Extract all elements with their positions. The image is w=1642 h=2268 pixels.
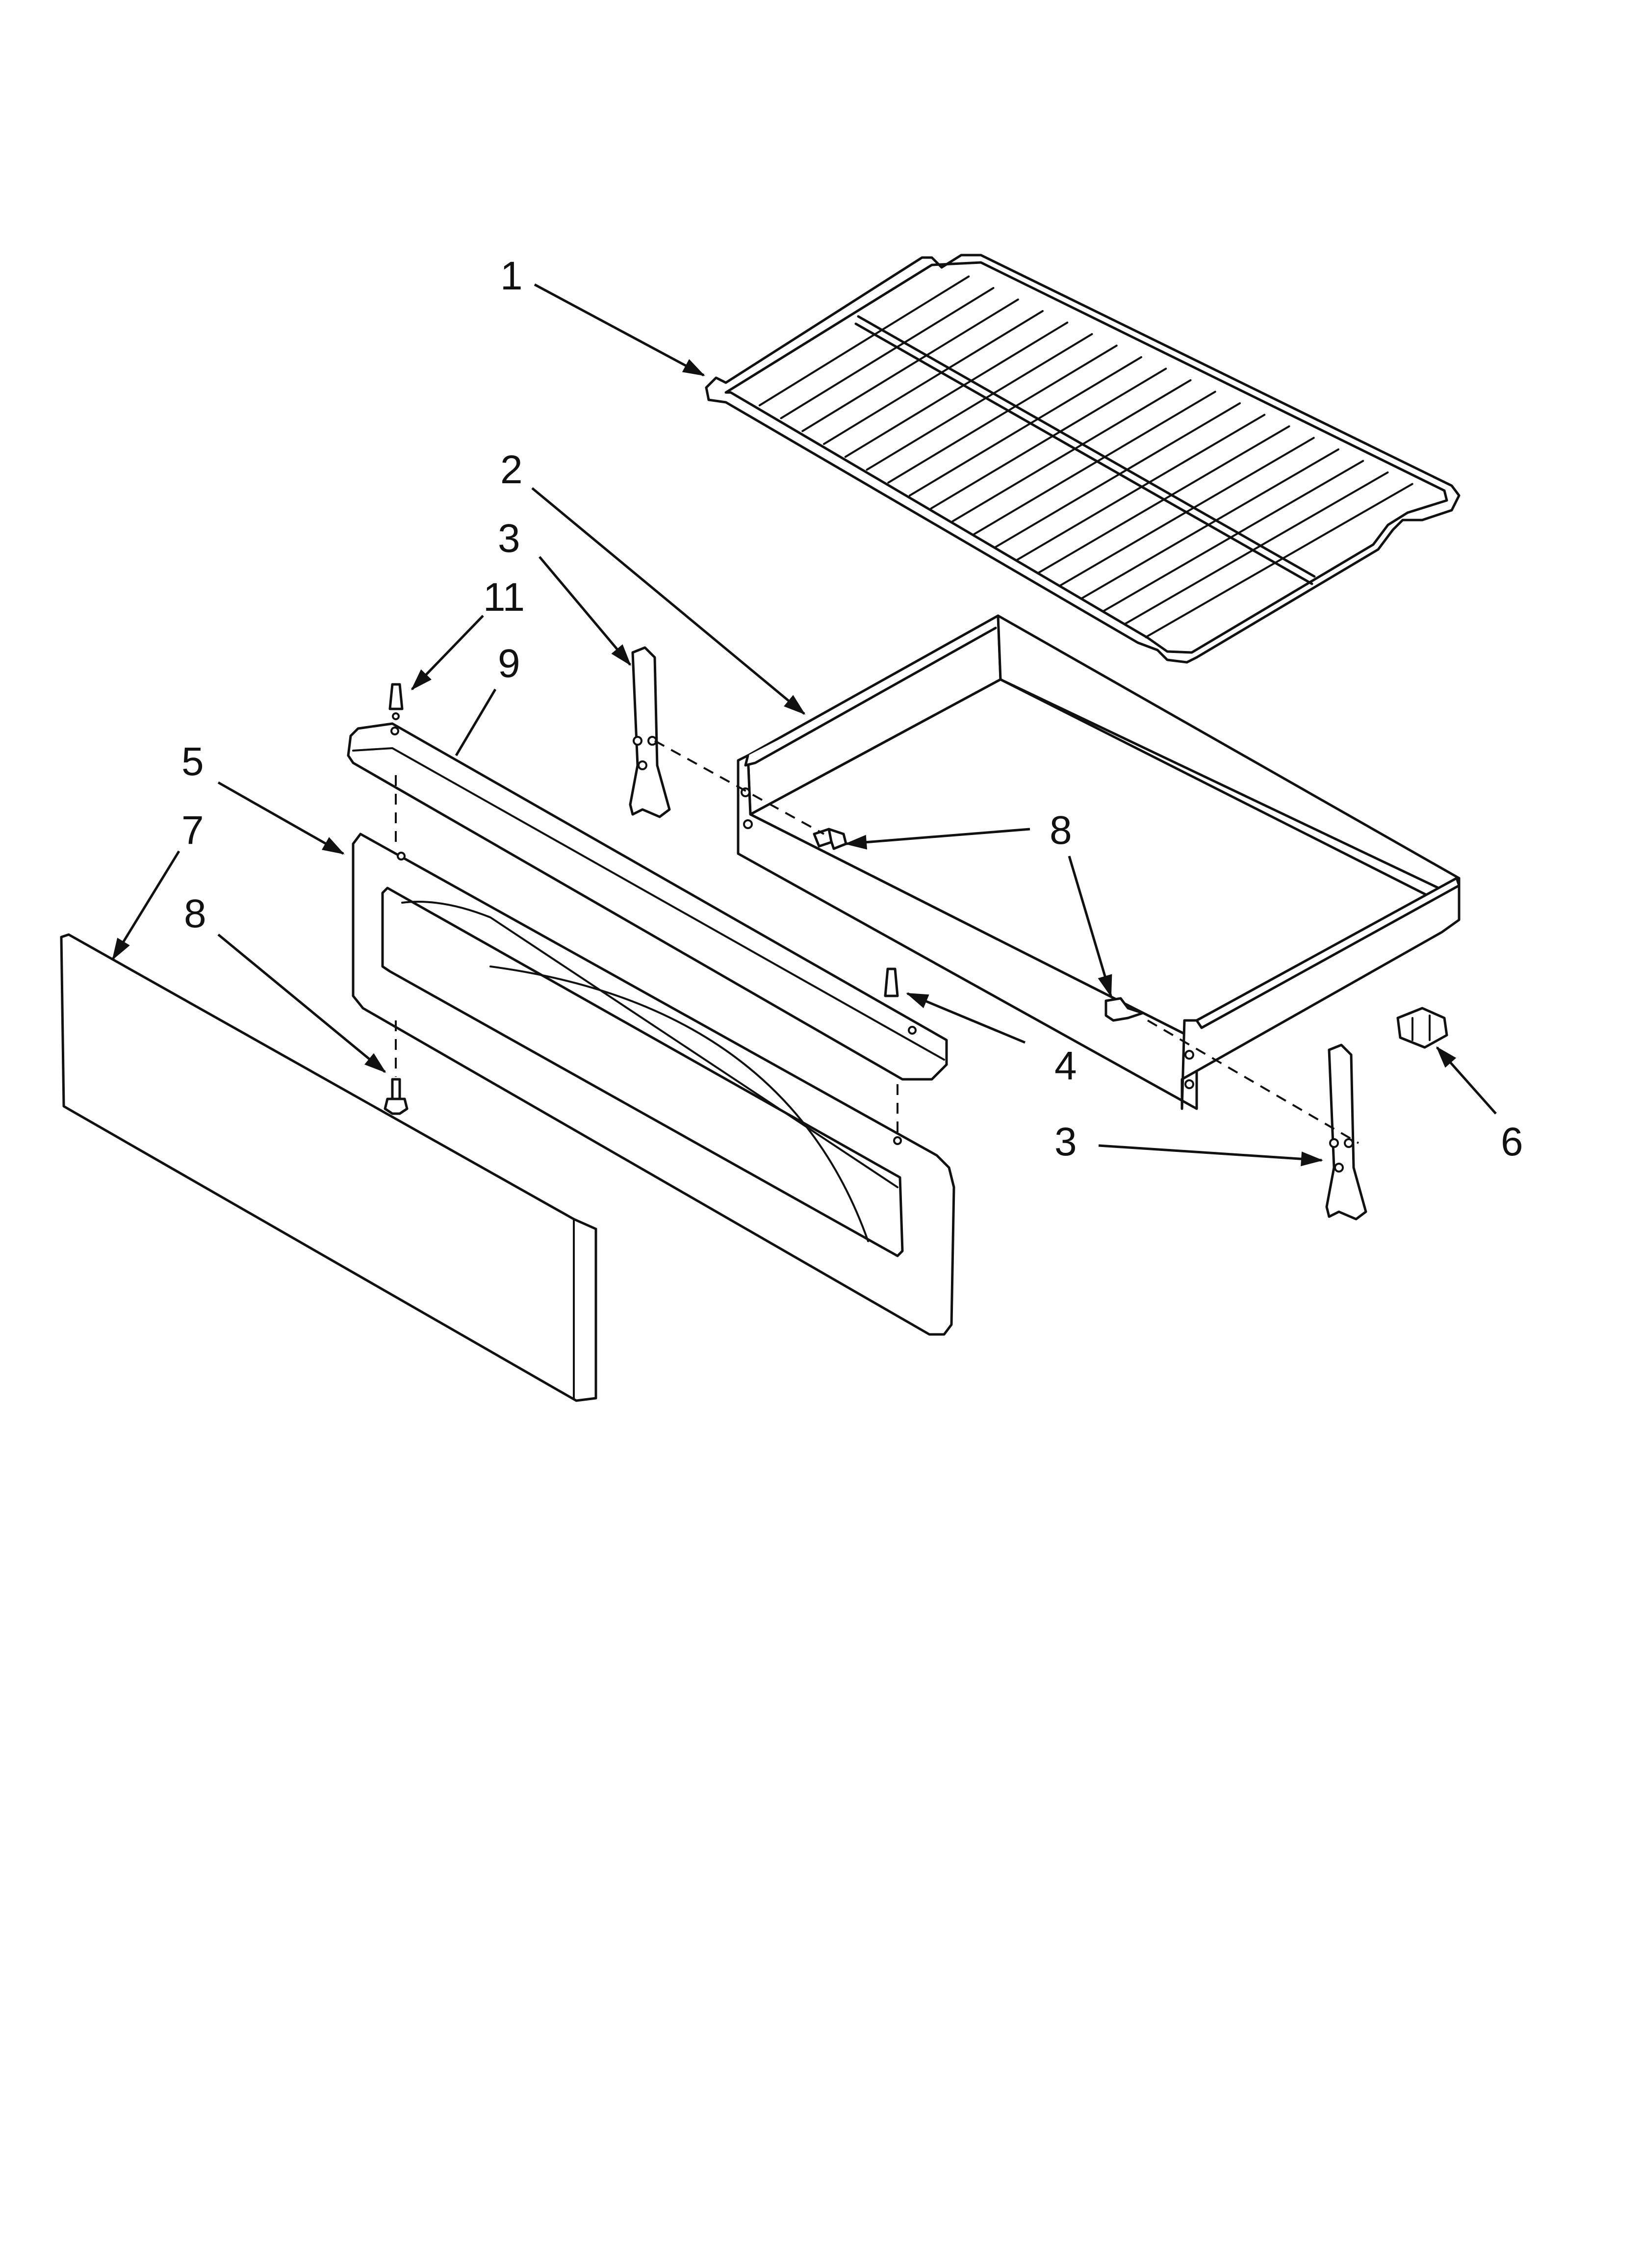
drawer-slide-hole: [638, 760, 647, 770]
drawer-slide-right: [1325, 1043, 1367, 1221]
drawer-back-lip: [744, 626, 997, 767]
broiler-drawer: [737, 614, 1461, 1110]
trim-bar-hole: [390, 727, 399, 735]
screw-icon: [391, 1078, 401, 1100]
callout-9: 9: [498, 641, 520, 686]
leader-5: [217, 781, 345, 855]
oven-rack-inner-frame: [724, 261, 1448, 654]
drawer-front-window-curve: [401, 901, 898, 1242]
drawer-front-window: [381, 886, 904, 1257]
rack-crossbar: [909, 356, 1142, 496]
rack-crossbar: [866, 333, 1093, 471]
rack-crossbar: [1102, 460, 1364, 613]
leader-7: [111, 850, 180, 961]
drawer-slide-hole: [1334, 1163, 1344, 1173]
drawer-front-hole: [893, 1136, 902, 1145]
rack-crossbar: [1059, 437, 1315, 587]
leader-8c: [217, 934, 386, 1073]
callout-3: 3: [498, 516, 520, 561]
callout-3: 3: [1054, 1120, 1077, 1164]
drawer-slide-body: [1325, 1043, 1367, 1221]
callout-11: 11: [483, 575, 525, 620]
rack-crossbar: [1016, 414, 1266, 561]
drawer-slide-hole: [1344, 1138, 1354, 1148]
rack-crossbar: [887, 344, 1118, 484]
oven-rack-frame: [705, 254, 1461, 664]
rack-crossbar: [758, 275, 970, 407]
drawer-slide-left: [629, 646, 671, 818]
trim-bar-edge: [352, 747, 945, 1061]
drawer-hole: [1184, 1079, 1194, 1089]
screw-front-panel: [384, 1078, 409, 1115]
trim-bar-hole: [908, 1026, 917, 1035]
leader-3b: [1098, 1144, 1323, 1167]
callout-5: 5: [181, 739, 204, 784]
leader-4: [906, 992, 1026, 1044]
callout-8: 8: [1050, 808, 1072, 853]
rack-crossbar: [1080, 448, 1339, 600]
rack-crossbar: [844, 321, 1069, 458]
rack-crossbar: [780, 287, 995, 419]
clip-slot: [1411, 1015, 1431, 1041]
leader-1: [534, 283, 705, 377]
drawer-slide-hole: [633, 736, 642, 746]
callout-6: 6: [1501, 1120, 1523, 1164]
rack-crossbar: [823, 310, 1044, 445]
clip-icon: [1396, 1007, 1448, 1049]
drawer-front-hole: [397, 852, 406, 860]
rack-crossbar: [973, 391, 1216, 535]
callout-2: 2: [500, 447, 523, 492]
rack-crossbar: [1145, 483, 1413, 638]
alignment-line: [1147, 1019, 1360, 1144]
drawer-slide-body: [629, 646, 671, 818]
screw-head: [827, 828, 847, 850]
drawer-front: [352, 833, 955, 1336]
alignment-line: [654, 740, 824, 835]
leader-6: [1436, 1046, 1497, 1115]
clip: [1396, 1007, 1448, 1049]
stud-icon: [388, 683, 404, 710]
drawer-slide-hole: [1329, 1138, 1339, 1148]
callout-8: 8: [184, 891, 206, 936]
drawer-hole: [1184, 1050, 1194, 1060]
rack-crossbar: [930, 367, 1167, 510]
callout-labels: 1 2 3 11 9 5 7 8 8 4 3 6: [181, 254, 1523, 1164]
leader-8a: [845, 828, 1030, 850]
rack-crossbar: [1123, 471, 1389, 626]
callout-1: 1: [500, 254, 523, 298]
rack-crossbar: [1037, 425, 1290, 574]
stud-base: [392, 712, 400, 720]
rack-crossbar: [801, 298, 1019, 432]
screw-icon: [1104, 997, 1144, 1022]
callout-7: 7: [181, 808, 204, 853]
rack-crossbar: [951, 379, 1192, 522]
leader-9: [455, 688, 497, 756]
oven-rack: [705, 254, 1461, 664]
leader-11: [410, 615, 484, 691]
callout-4: 4: [1054, 1043, 1077, 1088]
leader-lines: [111, 283, 1497, 1167]
stud-11: [388, 683, 404, 720]
oven-rack-crossbars: [758, 275, 1413, 638]
stud-icon: [884, 967, 899, 997]
rack-crossbar: [995, 402, 1241, 548]
screw-upper: [813, 828, 847, 850]
alignment-lines: [395, 740, 1360, 1144]
leader-8b: [1068, 856, 1112, 997]
screw-lower-drawer: [1104, 997, 1144, 1022]
front-panel-body: [60, 933, 597, 1402]
leader-2: [531, 487, 806, 715]
leader-3a: [539, 556, 631, 666]
stud-4: [884, 967, 899, 997]
drawer-hole: [743, 819, 753, 829]
trim-bar: [347, 722, 948, 1081]
screw-head: [384, 1097, 409, 1115]
front-panel: [60, 933, 597, 1402]
trim-bar-body: [347, 722, 948, 1081]
drawer-front-lip: [1195, 877, 1461, 1029]
